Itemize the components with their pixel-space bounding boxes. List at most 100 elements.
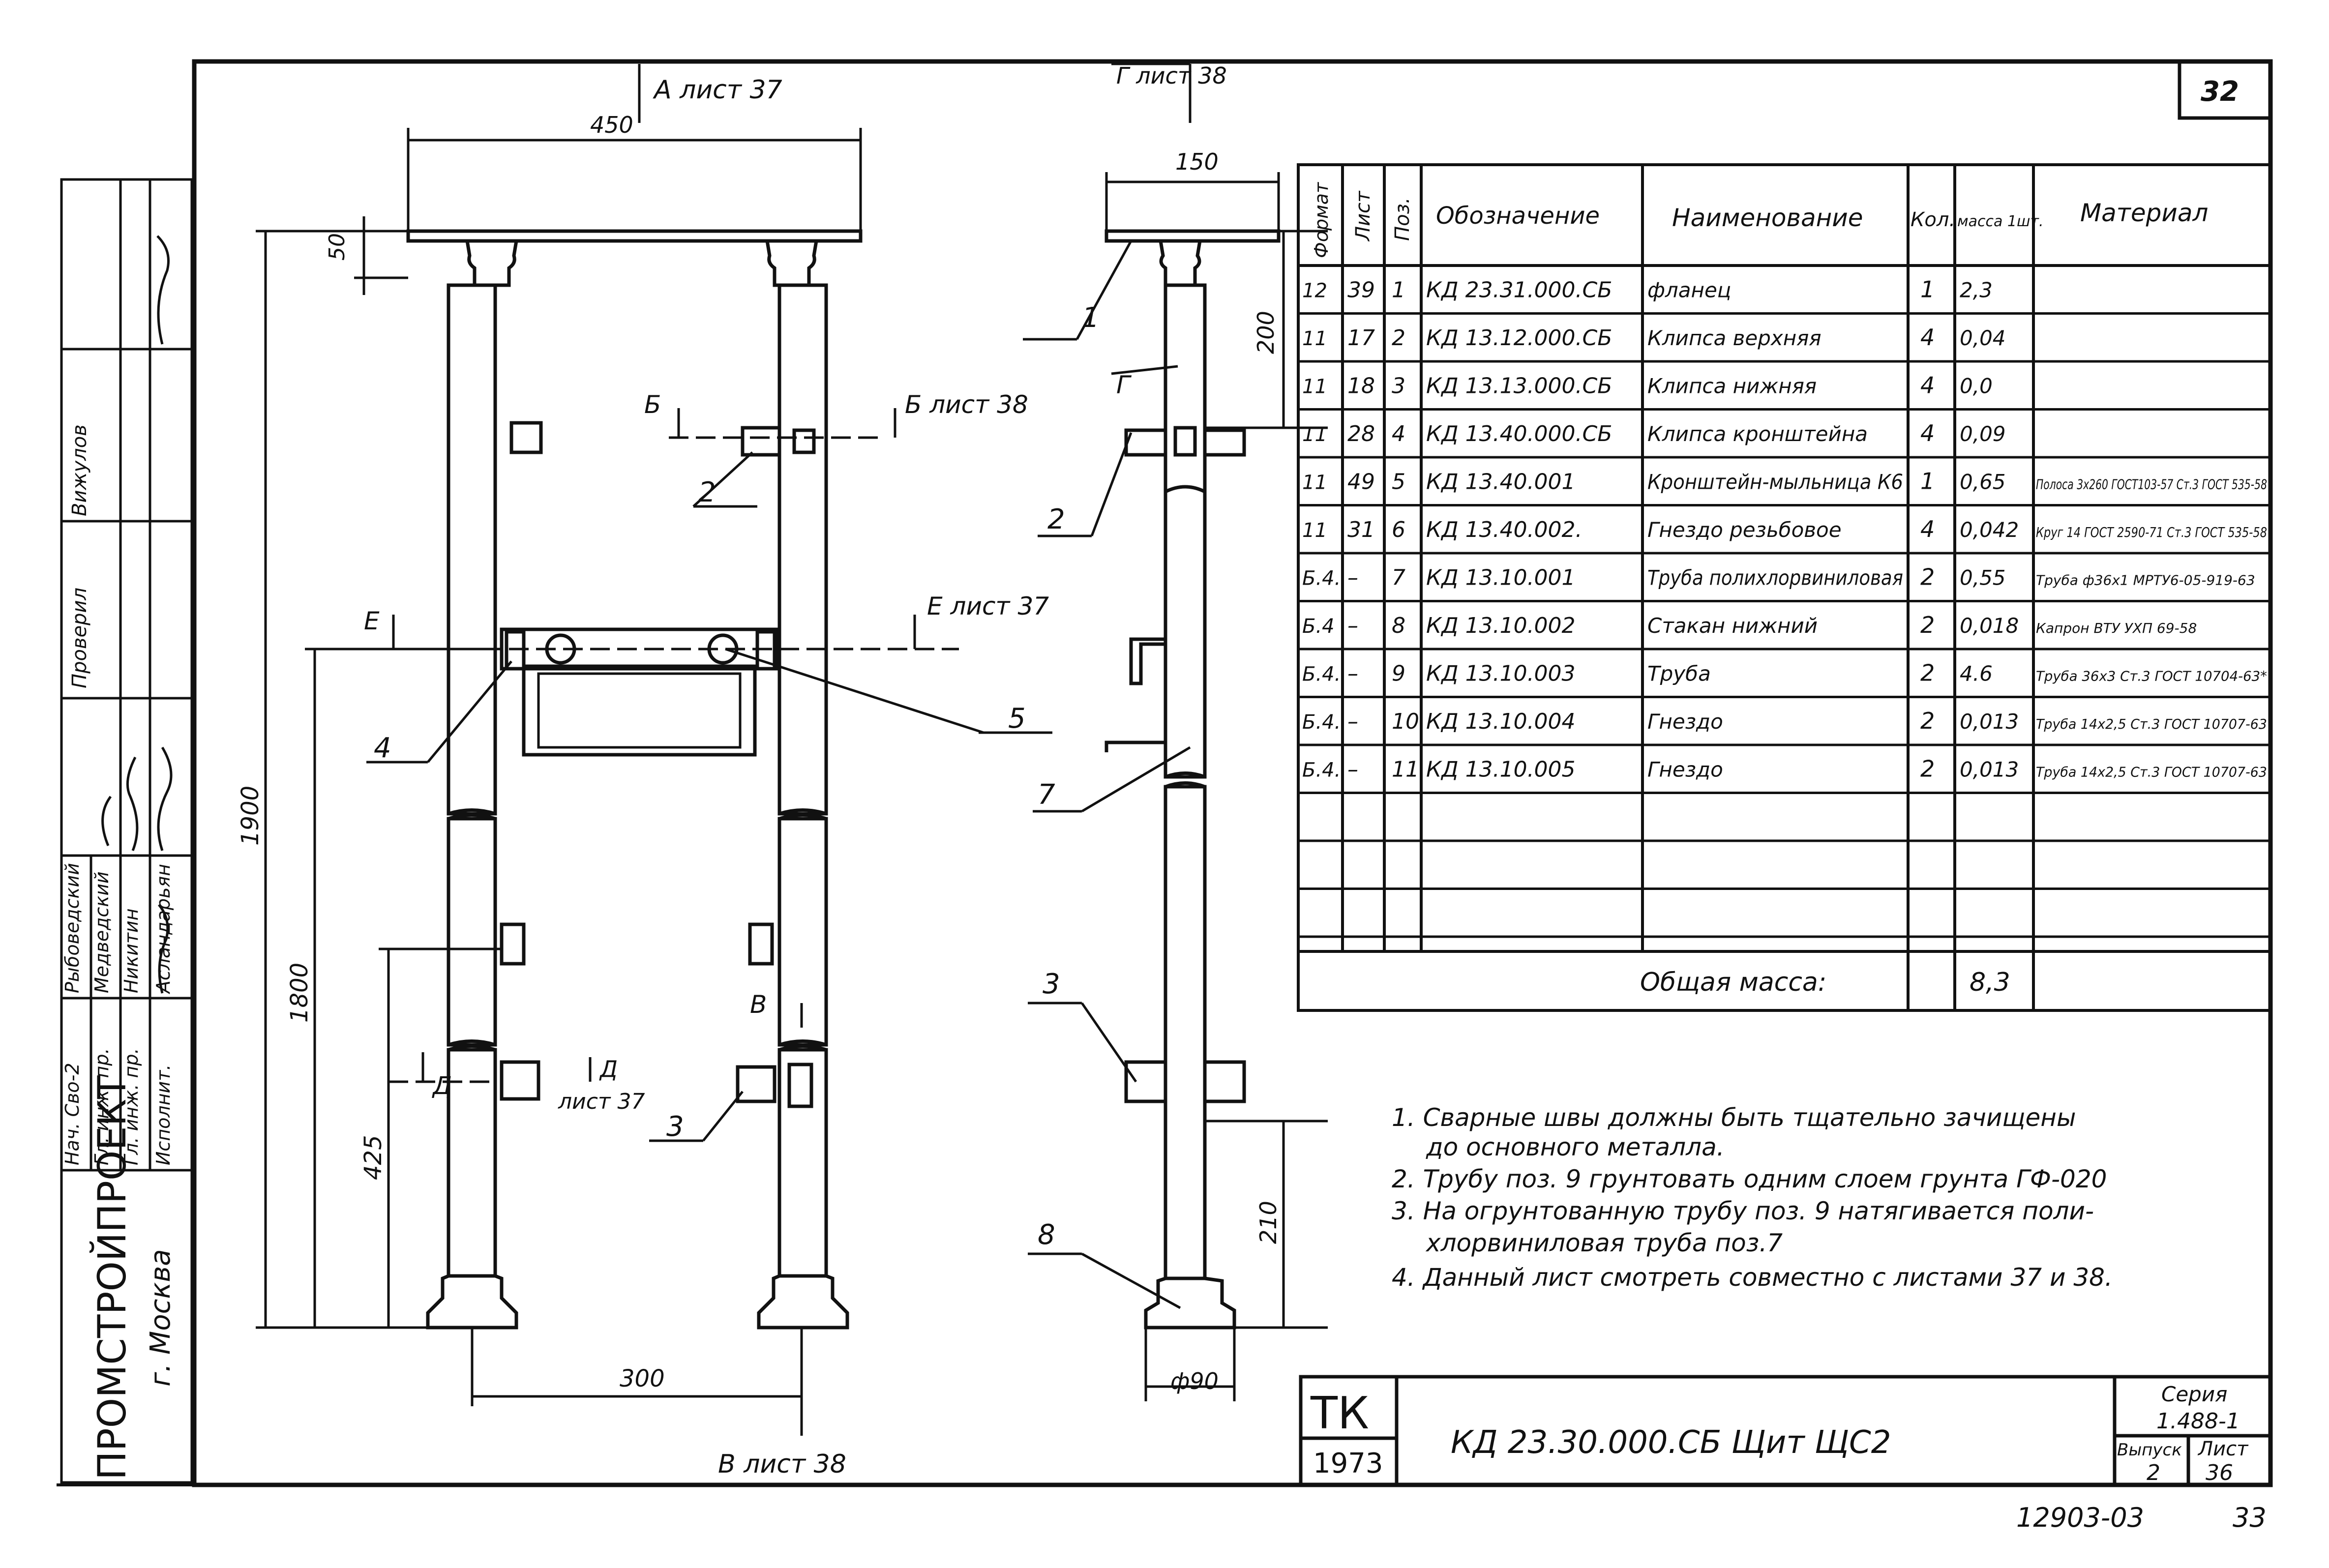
note-line-3: 2. Трубу поз. 9 грунтовать одним слоем г… — [1392, 1165, 2107, 1193]
table-cell: 11 — [1302, 471, 1327, 494]
table-cell: Б.4. — [1302, 759, 1341, 781]
hdr-name: Наименование — [1672, 204, 1863, 232]
stamp-name-3: Никитин — [120, 908, 142, 993]
left-stamp — [60, 178, 193, 1484]
table-cell: – — [1347, 661, 1358, 686]
table-cell: Клипса нижняя — [1647, 374, 1817, 398]
sec-b-left: Б — [644, 390, 661, 419]
table-cell: 9 — [1392, 661, 1405, 686]
table-cell: 4 — [1920, 324, 1935, 351]
note-line-4: 3. На огрунтованную трубу поз. 9 натягив… — [1392, 1197, 2094, 1225]
stamp-role-1: Нач. Сво-2 — [61, 1063, 83, 1165]
title-year: 1973 — [1313, 1448, 1383, 1479]
table-cell: 2 — [1920, 708, 1935, 734]
hdr-format: Формат — [1311, 181, 1332, 258]
note-line-1: 1. Сварные швы должны быть тщательно зач… — [1392, 1103, 2076, 1132]
table-cell: КД 13.13.000.СБ — [1426, 373, 1612, 398]
table-cell: 0,013 — [1960, 757, 2019, 781]
table-cell: 2 — [1920, 755, 1935, 782]
table-cell: 2 — [1920, 563, 1935, 590]
table-cell: 11 — [1302, 423, 1327, 446]
table-cell: Круг 14 ГОСТ 2590-71 Ст.3 ГОСТ 535-58 — [2036, 524, 2267, 540]
table-cell: 11 — [1302, 519, 1327, 542]
table-cell: Б.4. — [1302, 663, 1341, 685]
hdr-sheet: Лист — [1352, 190, 1374, 242]
table-cell: 1 — [1920, 468, 1935, 494]
table-cell: Б.4. — [1302, 567, 1341, 590]
sec-d-sheet: лист 37 — [558, 1089, 645, 1114]
stamp-city: г. Москва — [145, 1249, 177, 1387]
pos-5-front: 5 — [1008, 703, 1026, 735]
table-cell: КД 13.10.003 — [1426, 661, 1576, 686]
side-view — [1105, 229, 1281, 1330]
table-cell: Б.4. — [1302, 711, 1341, 734]
table-cell: 4.6 — [1960, 661, 1993, 685]
table-cell: Труба 14х2,5 Ст.3 ГОСТ 10707-63 — [2036, 716, 2267, 732]
hdr-qty: Кол. — [1911, 208, 1955, 231]
table-cell: КД 13.10.005 — [1426, 757, 1576, 782]
stamp-name-4: Асландарьян — [152, 864, 174, 995]
total-mass-value: 8,3 — [1970, 968, 2010, 997]
series-value: 1.488-1 — [2156, 1409, 2240, 1434]
table-cell: КД 13.10.002 — [1426, 613, 1576, 638]
table-cell: 4 — [1392, 421, 1405, 446]
table-cell: Б.4 — [1302, 615, 1335, 638]
pos-2-front: 2 — [698, 476, 716, 508]
dim-150: 150 — [1175, 148, 1219, 175]
table-cell: 2,3 — [1960, 278, 1993, 302]
table-cell: Капрон ВТУ УХП 69-58 — [2036, 620, 2197, 636]
stamp-signatures — [101, 235, 173, 994]
stamp-checked-name: Вижулов — [68, 424, 91, 516]
issue-label: Выпуск — [2117, 1440, 2182, 1460]
table-cell: – — [1347, 565, 1358, 590]
table-cell: 12 — [1302, 279, 1327, 302]
table-cell: – — [1347, 709, 1358, 734]
sheet-label: Лист — [2197, 1438, 2249, 1460]
table-cell: КД 13.40.002. — [1426, 517, 1583, 542]
table-cell: 11 — [1302, 327, 1327, 350]
table-cell: 31 — [1347, 517, 1375, 542]
sec-v-bottom: В лист 38 — [718, 1450, 846, 1479]
pos-8-side: 8 — [1038, 1219, 1055, 1251]
total-mass-label: Общая масса: — [1640, 968, 1826, 997]
table-cell: фланец — [1647, 278, 1731, 302]
sec-g-label: Г лист 38 — [1116, 62, 1227, 89]
stamp-role-2: Гл. инж. пр. — [91, 1048, 113, 1165]
table-cell: 6 — [1392, 517, 1405, 542]
note-line-5: хлорвиниловая труба поз.7 — [1425, 1229, 1783, 1257]
title-code: ТК — [1310, 1388, 1369, 1439]
sec-d-right: Д — [599, 1056, 618, 1082]
table-cell: Труба ф36х1 МРТУ6-05-919-63 — [2036, 572, 2255, 588]
table-cell: 0,65 — [1960, 470, 2006, 494]
table-cell: 0,018 — [1960, 614, 2019, 638]
dim-300: 300 — [620, 1365, 665, 1392]
table-cell: Труба — [1647, 661, 1711, 685]
sec-d-left: Д — [432, 1071, 452, 1100]
table-cell: 0,042 — [1960, 518, 2019, 542]
side-dimensions — [1023, 62, 1328, 1401]
pos-3-front: 3 — [666, 1111, 684, 1143]
hdr-mass: масса 1шт. — [1957, 213, 2043, 230]
title-designation: КД 23.30.000.СБ Щит ЩС2 — [1451, 1424, 1891, 1461]
sec-e-right: Е лист 37 — [927, 592, 1049, 621]
spec-table-grid — [1297, 163, 2272, 1012]
table-cell: 3 — [1392, 373, 1405, 398]
table-cell: 10 — [1392, 709, 1419, 734]
table-cell: 28 — [1347, 421, 1375, 446]
table-cell: 1 — [1920, 276, 1935, 302]
stamp-role-4: Исполнит. — [152, 1065, 174, 1165]
table-cell: КД 13.10.004 — [1426, 709, 1576, 734]
table-cell: КД 13.12.000.СБ — [1426, 325, 1612, 351]
dim-210: 210 — [1255, 1201, 1282, 1244]
sec-v-top: В — [750, 990, 767, 1019]
stamp-organization: ПРОМСТРОЙПРОЕКТ — [90, 1075, 135, 1480]
table-cell: Труба 14х2,5 Ст.3 ГОСТ 10707-63 — [2036, 764, 2267, 780]
table-cell: Клипса кронштейна — [1647, 422, 1868, 446]
archive-number: 12903-03 — [2016, 1502, 2144, 1533]
table-cell: Гнездо — [1647, 757, 1723, 781]
table-cell: Кронштейн-мыльница К6 — [1647, 470, 1903, 494]
sec-g-mark: Г — [1116, 371, 1132, 399]
